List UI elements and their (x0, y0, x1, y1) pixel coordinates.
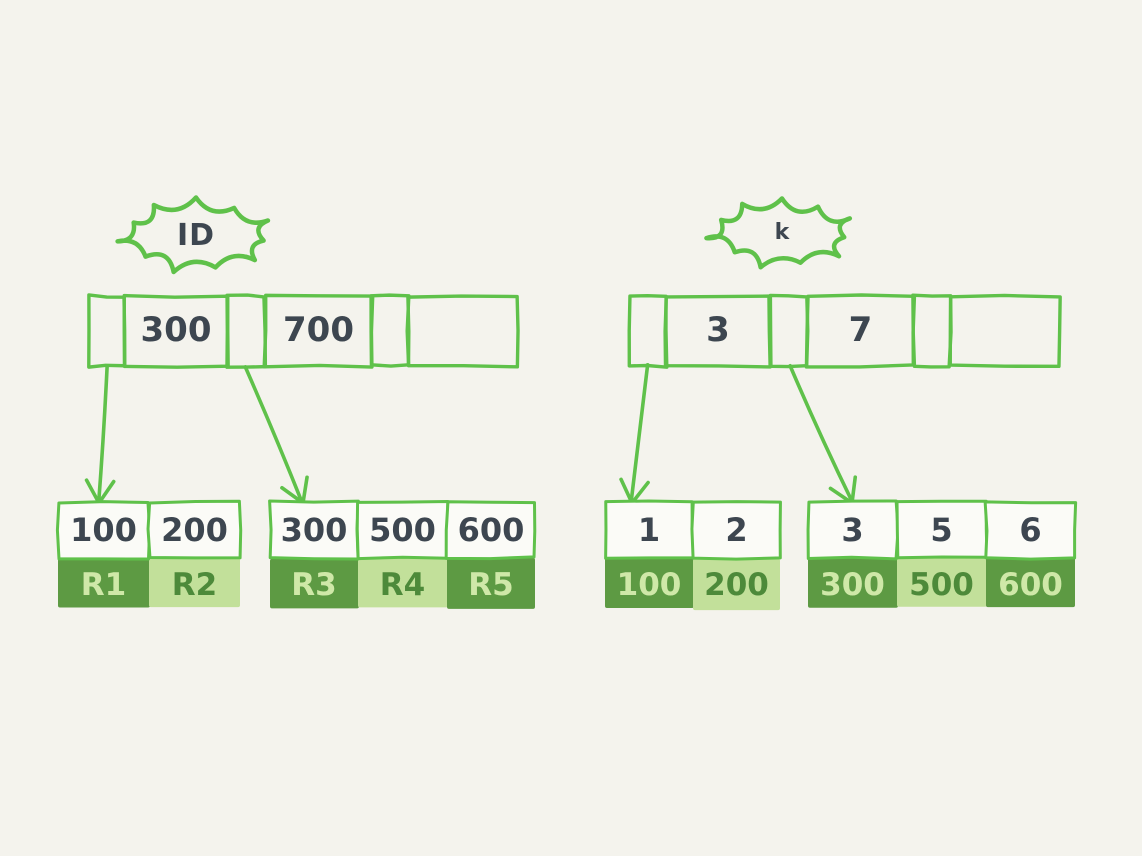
leaf-bar-dark-0[interactable] (270, 559, 359, 608)
leaf-key-cell-bg-2 (986, 502, 1075, 558)
root-cell-key-1[interactable] (124, 296, 228, 368)
leaf-key-cell-bg-1 (693, 502, 780, 558)
pointer-arrow-0 (99, 366, 108, 503)
pointer-arrow-1 (790, 366, 852, 502)
leaf-key-cell-bg-1 (358, 502, 447, 558)
root-cell-pointer-2[interactable] (770, 295, 807, 366)
root-cell-pointer-0[interactable] (89, 295, 125, 367)
root-cell-empty-5[interactable] (950, 295, 1060, 366)
leaf-bar-dark-0[interactable] (605, 557, 694, 608)
leaf-bar-light-1[interactable] (897, 557, 987, 607)
leaf-bar-light-1[interactable] (358, 558, 448, 607)
leaf-key-cell-bg-0 (808, 502, 897, 558)
leaf-bar-dark-2[interactable] (986, 557, 1075, 607)
leaf-bar-dark-0[interactable] (808, 557, 898, 608)
leaf-key-cell-bg-0 (58, 502, 149, 558)
root-cell-empty-5[interactable] (408, 296, 518, 367)
cloud-bubble-secondary-index-tree (706, 198, 849, 267)
root-cell-key-3[interactable] (264, 295, 373, 367)
leaf-key-cell-bg-1 (897, 502, 986, 558)
root-cell-pointer-2[interactable] (227, 295, 265, 367)
root-cell-key-1[interactable] (665, 296, 770, 367)
root-cell-key-3[interactable] (806, 295, 914, 367)
leaf-bar-dark-2[interactable] (447, 558, 535, 609)
leaf-key-cell-bg-1 (149, 502, 240, 558)
leaf-bar-light-1[interactable] (693, 559, 780, 610)
leaf-key-cell-bg-0 (270, 502, 358, 558)
leaf-bar-light-1[interactable] (149, 557, 240, 607)
leaf-key-cell-bg-0 (605, 502, 693, 558)
pointer-arrow-0 (631, 365, 648, 504)
root-cell-pointer-0[interactable] (629, 296, 667, 368)
leaf-key-cell-bg-2 (447, 502, 535, 558)
leaf-bar-dark-0[interactable] (58, 558, 150, 607)
root-cell-pointer-4[interactable] (913, 295, 951, 367)
pointer-arrow-1 (245, 367, 302, 504)
root-cell-pointer-4[interactable] (371, 295, 409, 366)
cloud-bubble-primary-index-tree (118, 197, 268, 271)
